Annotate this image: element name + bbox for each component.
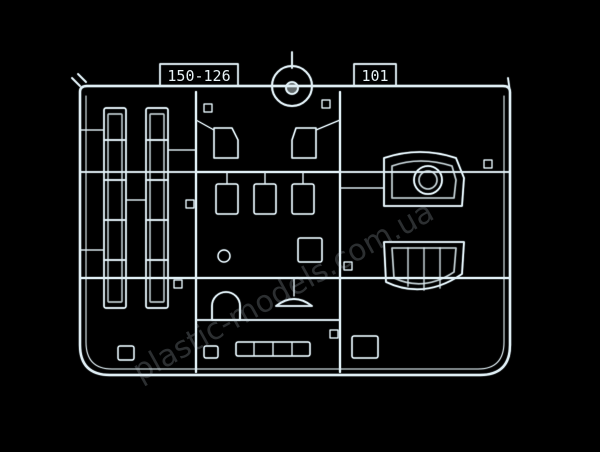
small-square-part [297, 237, 323, 263]
left-long-part-1 [103, 107, 127, 309]
small-ring-part [217, 249, 231, 263]
sprue-code-box [353, 63, 397, 87]
bottom-circle-part [211, 291, 241, 321]
part-number-label: 150-126 [167, 67, 230, 85]
left-long-part-2 [145, 107, 169, 309]
small-panel-2 [253, 183, 277, 215]
small-panel-1 [215, 183, 239, 215]
center-small-part-1 [213, 127, 239, 159]
bottom-small-tab [203, 345, 219, 359]
bottom-left-tab [117, 345, 135, 361]
bottom-dome-part [275, 298, 313, 307]
center-small-part-2 [291, 127, 317, 159]
small-panel-3 [291, 183, 315, 215]
sprue-code-label: 101 [361, 67, 388, 85]
bottom-right-part [351, 335, 379, 359]
right-large-part-lower [383, 241, 465, 291]
top-left-tab [71, 73, 87, 87]
top-right-tab [507, 77, 511, 93]
right-large-part-upper [383, 151, 465, 207]
top-hub-center [285, 81, 299, 95]
part-number-box [159, 63, 239, 87]
outer-frame-inner [85, 95, 505, 370]
watermark: plastic-models.com.ua [127, 194, 440, 389]
outer-frame [78, 84, 512, 377]
